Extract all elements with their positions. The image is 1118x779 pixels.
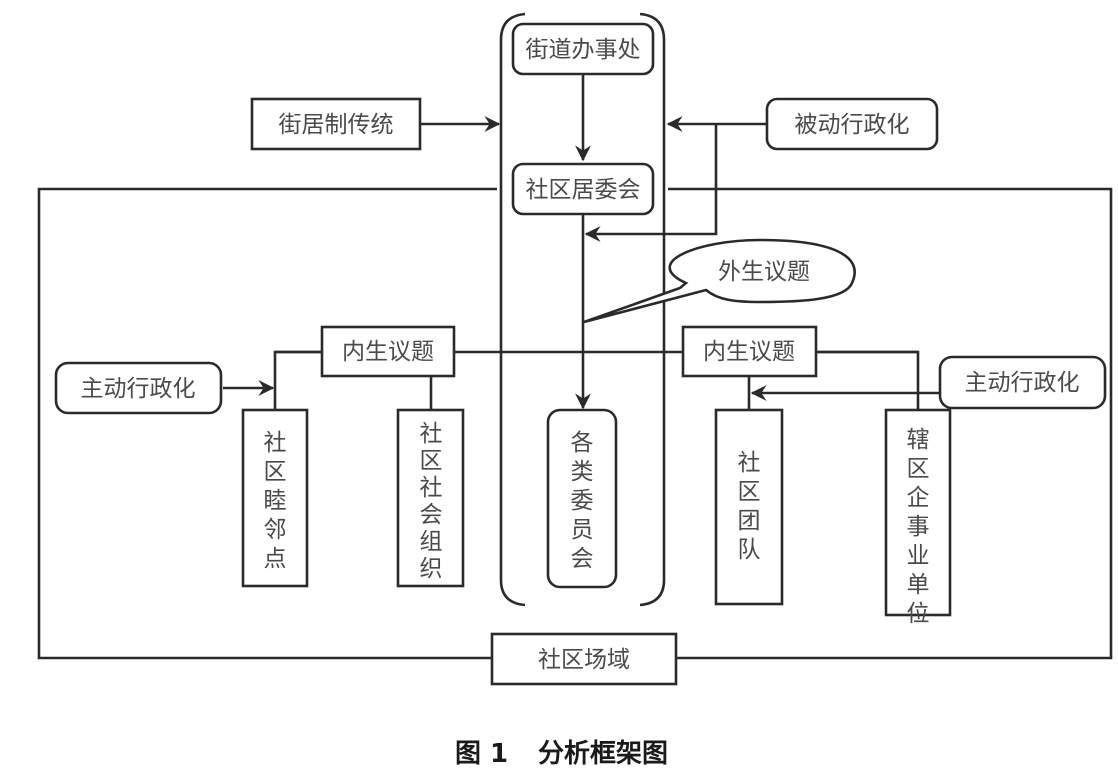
vertical-char: 各 xyxy=(571,430,594,456)
svg-text:社区居委会: 社区居委会 xyxy=(526,177,641,203)
vertical-char: 辖 xyxy=(907,427,930,453)
social-organization-node: 社区社会组织 xyxy=(396,408,465,588)
neighborhood-point-node: 社区睦邻点 xyxy=(241,408,309,588)
figure-title: 分析框架图 xyxy=(538,739,668,769)
social-organization-label: 社区社会组织 xyxy=(420,421,443,582)
vertical-char: 委 xyxy=(571,488,594,514)
vertical-char: 单 xyxy=(907,572,930,598)
right-connectors xyxy=(747,350,940,410)
left-connectors xyxy=(223,350,433,410)
community-team-node: 社区团队 xyxy=(714,408,784,606)
svg-text:内生议题: 内生议题 xyxy=(342,339,434,365)
vertical-char: 组 xyxy=(420,529,443,555)
vertical-char: 邻 xyxy=(264,517,287,543)
street-resident-tradition-node: 街居制传统 xyxy=(250,97,422,151)
vertical-char: 会 xyxy=(571,546,594,572)
vertical-char: 区 xyxy=(738,479,761,505)
vertical-char: 社 xyxy=(264,430,287,456)
vertical-char: 区 xyxy=(420,448,443,474)
community-team-label: 社区团队 xyxy=(738,450,761,563)
active-administration-right-node: 主动行政化 xyxy=(938,355,1107,410)
vertical-char: 区 xyxy=(264,459,287,485)
svg-text:街居制传统: 街居制传统 xyxy=(279,112,394,138)
neighborhood-point-label: 社区睦邻点 xyxy=(264,430,287,572)
residents-committee-node: 社区居委会 xyxy=(511,162,655,216)
svg-text:社区场域: 社区场域 xyxy=(538,647,630,673)
central-bracket xyxy=(499,12,666,607)
figure-caption: 图 1 分析框架图 xyxy=(455,739,668,769)
vertical-char: 事 xyxy=(907,514,930,540)
vertical-char: 织 xyxy=(420,556,443,582)
vertical-char: 社 xyxy=(738,450,761,476)
vertical-char: 会 xyxy=(420,502,443,528)
vertical-char: 类 xyxy=(571,459,594,485)
active-administration-left-node: 主动行政化 xyxy=(54,361,223,415)
svg-text:街道办事处: 街道办事处 xyxy=(526,37,641,63)
street-office-node: 街道办事处 xyxy=(511,22,655,76)
svg-text:主动行政化: 主动行政化 xyxy=(81,376,196,402)
vertical-char: 睦 xyxy=(264,488,287,514)
vertical-char: 团 xyxy=(738,508,761,534)
enterprises-institutions-node: 辖区企事业单位 xyxy=(884,408,952,627)
committees-node: 各类委员会 xyxy=(546,408,618,589)
passive-administration-node: 被动行政化 xyxy=(765,97,939,151)
community-field-node: 社区场域 xyxy=(490,632,678,686)
vertical-char: 社 xyxy=(420,475,443,501)
svg-text:内生议题: 内生议题 xyxy=(703,339,795,365)
vertical-char: 区 xyxy=(907,456,930,482)
vertical-char: 员 xyxy=(571,517,594,543)
figure-number: 图 1 xyxy=(455,739,508,769)
vertical-char: 业 xyxy=(907,543,930,569)
endogenous-issue-right-node: 内生议题 xyxy=(681,325,818,378)
svg-text:主动行政化: 主动行政化 xyxy=(965,370,1080,396)
passive-administration-connectors xyxy=(584,116,767,242)
enterprises-institutions-label: 辖区企事业单位 xyxy=(907,427,930,627)
vertical-char: 社 xyxy=(420,421,443,447)
committees-label: 各类委员会 xyxy=(571,430,594,572)
exogenous-issue-label: 外生议题 xyxy=(718,259,810,285)
vertical-char: 队 xyxy=(738,537,761,563)
svg-text:被动行政化: 被动行政化 xyxy=(795,112,910,138)
vertical-char: 点 xyxy=(264,546,287,572)
community-field-frame xyxy=(37,187,1113,660)
vertical-char: 位 xyxy=(907,601,930,627)
exogenous-issue-callout: 外生议题 xyxy=(583,238,856,324)
vertical-char: 企 xyxy=(907,485,930,511)
endogenous-issue-left-node: 内生议题 xyxy=(320,325,456,378)
